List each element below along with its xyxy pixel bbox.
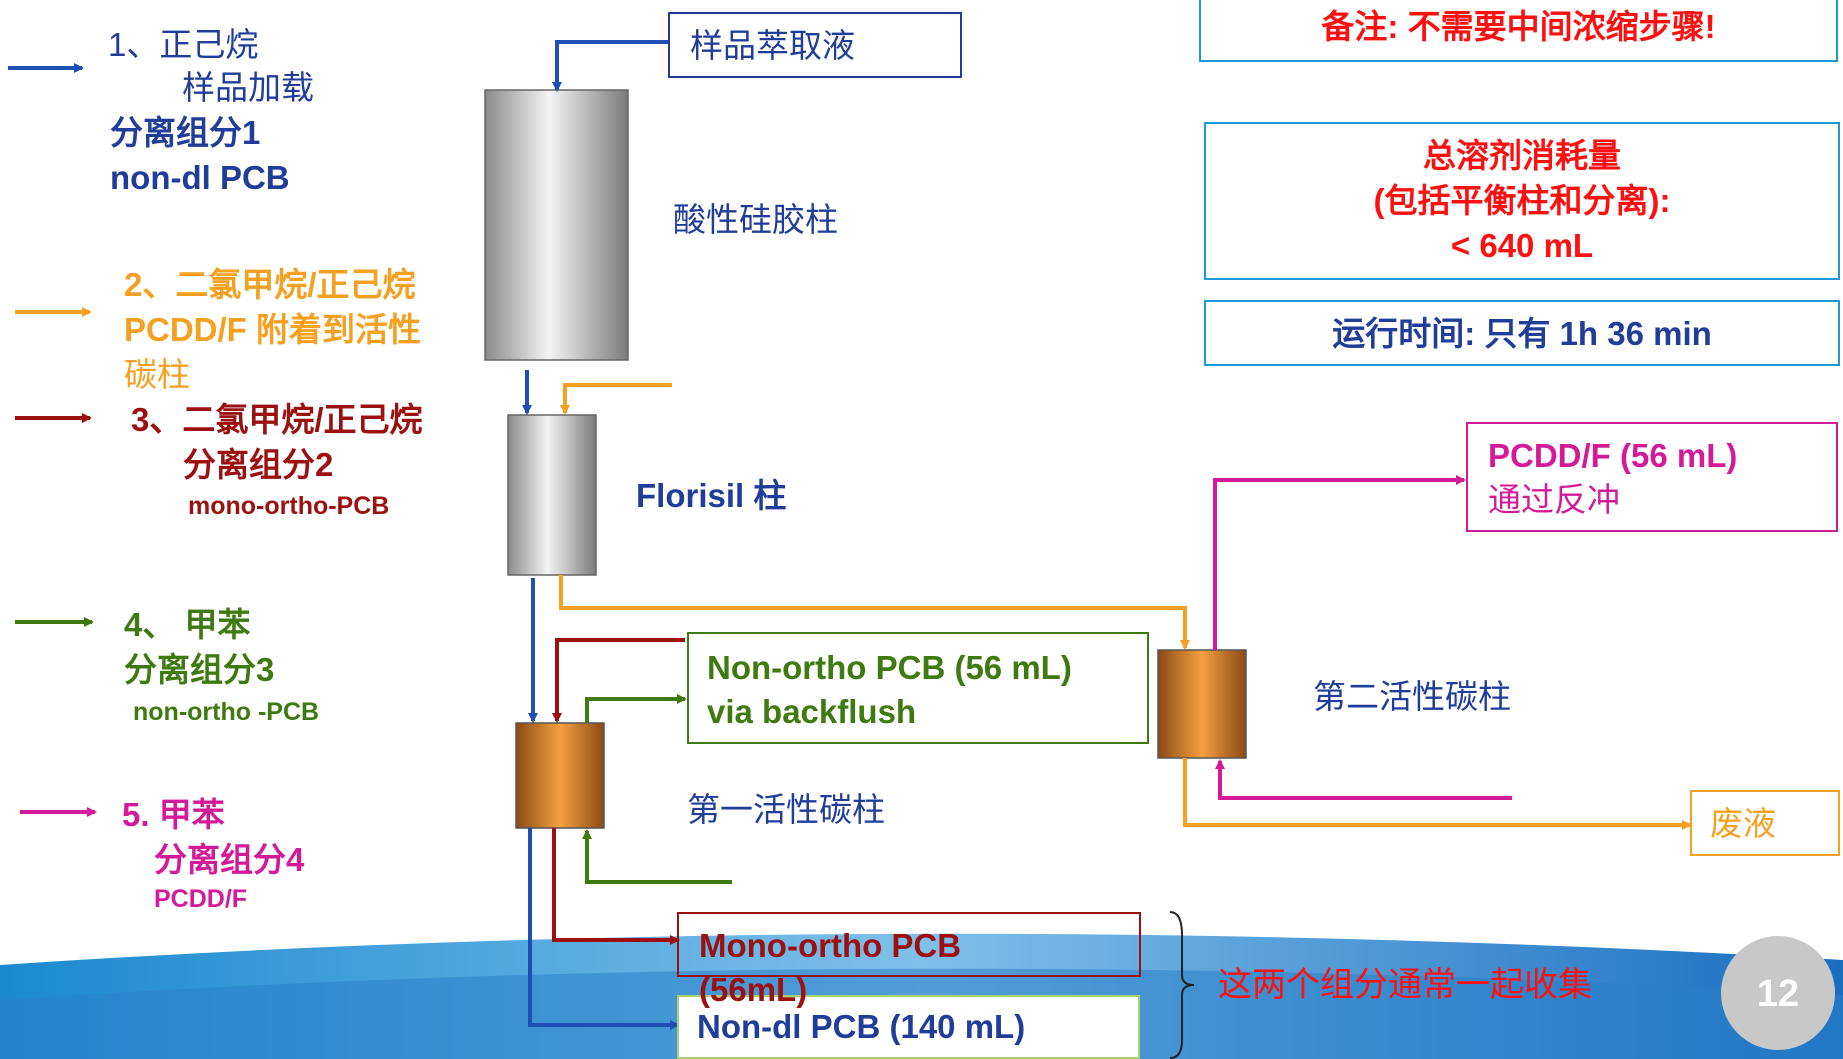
sample-extract-label: 样品萃取液: [690, 27, 855, 64]
flow-magenta-backflush: [1215, 759, 1512, 800]
florisil-label: Florisil 柱: [636, 477, 787, 514]
legend-3-compound: mono-ortho-PCB: [188, 492, 390, 520]
flow-green-out: [585, 694, 687, 723]
legend-1-compound: non-dl PCB: [110, 159, 290, 196]
non-ortho-pcb-box: Non-ortho PCB (56 mL) via backflush: [687, 632, 1149, 744]
runtime-box: 运行时间: 只有 1h 36 min: [1204, 300, 1840, 366]
legend-3-fraction: 分离组分2: [183, 446, 334, 483]
flow-magenta-out: [1213, 475, 1466, 650]
flow-orange-waste: [1183, 758, 1692, 830]
runtime-prefix: 运行时间: 只有: [1332, 315, 1560, 352]
non-ortho-pcb-line1: Non-ortho PCB (56 mL): [707, 649, 1072, 686]
flow-darkred-out: [552, 828, 680, 945]
pcdd-f-line1: PCDD/F (56 mL): [1488, 437, 1738, 474]
florisil-column: [507, 414, 597, 576]
solvent-subtitle: (包括平衡柱和分离):: [1373, 182, 1671, 219]
acid-silica-label: 酸性硅胶柱: [673, 201, 838, 238]
solvent-title: 总溶剂消耗量: [1423, 137, 1621, 174]
legend-4-title: 4、 甲苯: [124, 606, 251, 643]
carbon-column-2-label: 第二活性碳柱: [1313, 678, 1511, 715]
legend-2-title: 2、二氯甲烷/正己烷: [124, 266, 416, 303]
page-number: 12: [1756, 973, 1800, 1015]
flow-green-backflush: [582, 829, 732, 884]
carbon-column-1: [515, 722, 605, 829]
legend-1-title: 1、正己烷: [108, 26, 259, 63]
waste-box: 废液: [1690, 790, 1840, 856]
collection-brace: [1169, 911, 1195, 1059]
mono-ortho-pcb-box: Mono-ortho PCB (56mL): [677, 912, 1141, 1008]
non-dl-pcb-box: Non-dl PCB (140 mL): [677, 995, 1140, 1059]
collection-note: 这两个组分通常一起收集: [1218, 966, 1592, 1004]
flow-sample-in: [552, 40, 670, 92]
pcdd-f-line2: 通过反冲: [1488, 481, 1620, 518]
sample-extract-box: 样品萃取液: [668, 12, 962, 78]
acid-silica-column: [484, 89, 629, 361]
non-ortho-pcb-line2: via backflush: [707, 693, 917, 730]
flow-blue-out: [528, 828, 680, 1030]
pcdd-f-box: PCDD/F (56 mL) 通过反冲: [1466, 422, 1838, 532]
legend-5-fraction: 分离组分4: [154, 841, 305, 878]
mono-ortho-pcb-line2: (56mL): [699, 971, 808, 1008]
carbon-column-2: [1157, 649, 1247, 759]
legend-1-fraction: 分离组分1: [110, 114, 261, 151]
legend-2-desc-2: 碳柱: [124, 356, 190, 393]
remark-box: 备注: 不需要中间浓缩步骤!: [1199, 0, 1838, 62]
runtime-value: 1h 36 min: [1559, 315, 1712, 352]
flow-orange-to-carbon2: [559, 575, 1190, 650]
legend-1-step: 样品加载: [182, 69, 314, 106]
mono-ortho-pcb-line1: Mono-ortho PCB: [699, 927, 962, 964]
legend-4-fraction: 分离组分3: [124, 651, 275, 688]
legend-3-title: 3、二氯甲烷/正己烷: [131, 401, 423, 438]
non-dl-pcb-label: Non-dl PCB (140 mL): [697, 1008, 1026, 1045]
legend-5-title: 5. 甲苯: [122, 796, 225, 833]
remark-text: 备注: 不需要中间浓缩步骤!: [1321, 8, 1716, 45]
legend-2-desc: PCDD/F 附着到活性: [124, 311, 421, 348]
waste-label: 废液: [1710, 805, 1776, 842]
runtime-text: 运行时间: 只有 1h 36 min: [1206, 314, 1838, 354]
solvent-box: 总溶剂消耗量 (包括平衡柱和分离): < 640 mL: [1204, 122, 1840, 280]
carbon-column-1-label: 第一活性碳柱: [687, 791, 885, 828]
legend-4-compound: non-ortho -PCB: [133, 698, 320, 726]
flow-darkred-in: [552, 638, 685, 723]
solvent-value: < 640 mL: [1450, 227, 1594, 264]
flow-orange-in: [560, 383, 672, 415]
legend-5-compound: PCDD/F: [154, 885, 248, 913]
page-number-badge: [1721, 936, 1835, 1050]
